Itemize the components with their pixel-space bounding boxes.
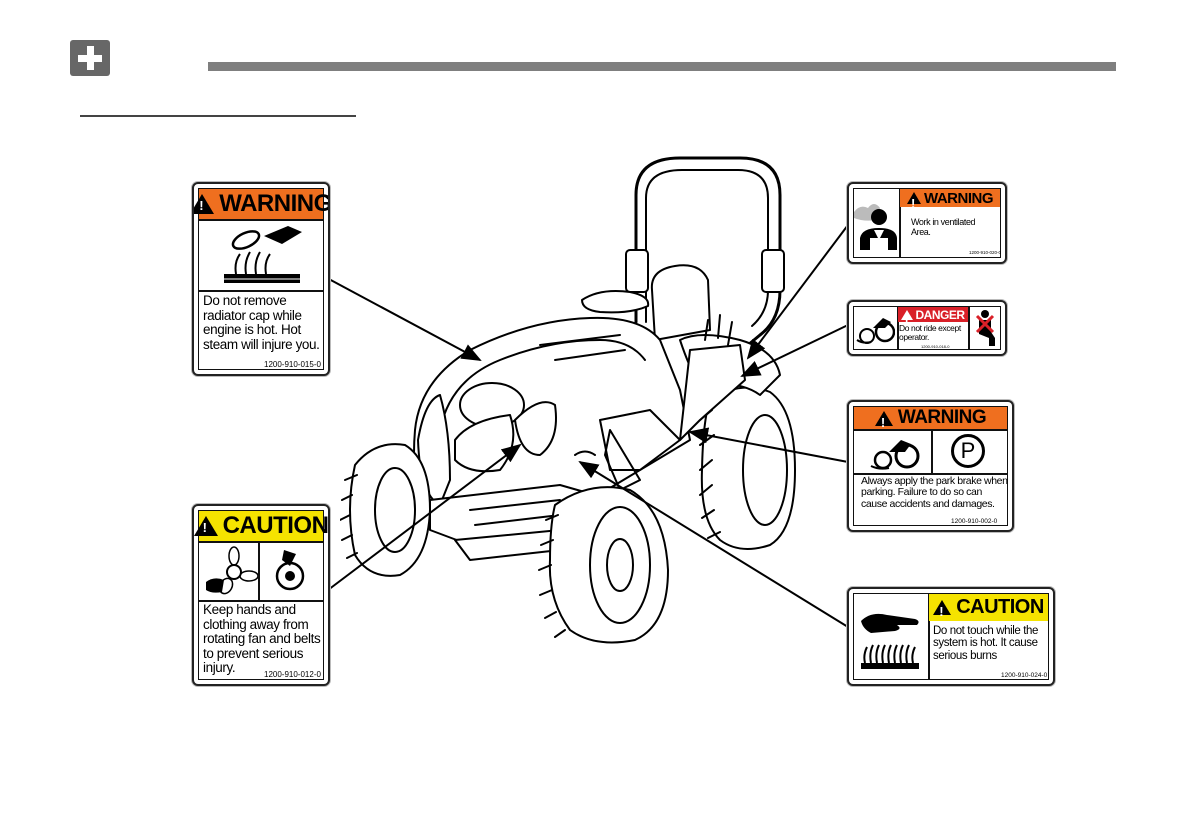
tractor-illustration: [340, 156, 796, 644]
parking-brake-icon: P: [951, 434, 985, 468]
signal-word-banner: DANGER: [898, 307, 968, 329]
tractor-runaway-icon: [856, 318, 895, 344]
alert-triangle-icon: [901, 309, 914, 329]
label-message: Do not touch while the system is hot. It…: [933, 625, 1038, 662]
label-message: Work in ventilated Area.: [911, 217, 976, 237]
fume-inhalation-icon: [854, 204, 897, 250]
signal-word: CAUTION: [956, 596, 1044, 618]
signal-word: WARNING: [897, 407, 987, 428]
label-message: Do not ride except operator.: [899, 323, 961, 343]
signal-word: WARNING: [924, 189, 994, 207]
header-bar: [208, 62, 1116, 71]
hot-surface-hand-icon: [861, 613, 919, 669]
signal-word-banner: WARNING: [900, 189, 1000, 211]
label-code: 1200-910-012-0: [264, 670, 321, 679]
ventilation-warning-label: WARNING Work in ventilated Area. 1200-91…: [847, 182, 1007, 264]
signal-word-banner: WARNING: [194, 189, 328, 219]
label-message: Keep hands and clothing away from rotati…: [203, 602, 321, 676]
tractor-runaway-icon: [870, 440, 920, 470]
alert-triangle-icon: [874, 410, 893, 430]
radiator-warning-label: WARNING Do not remove radiator cap while…: [192, 182, 330, 376]
hot-surface-caution-label: CAUTION Do not touch while the system is…: [847, 587, 1055, 686]
signal-word: WARNING: [219, 190, 330, 217]
signal-word-banner: WARNING: [854, 407, 1007, 430]
label-code: 1200-910-015-0: [264, 360, 321, 369]
label-code: 1200-910-018-0: [921, 344, 950, 349]
label-code: 1200-910-020-0: [969, 250, 1002, 255]
cross-icon: [70, 40, 110, 76]
brake-warning-label: WARNING P Always apply the park brake wh…: [847, 400, 1014, 532]
ride-danger-label: DANGER Do not ride except operator. 1200…: [847, 300, 1007, 356]
signal-word: CAUTION: [222, 512, 329, 539]
label-code: 1200-910-024-0: [1001, 672, 1048, 679]
alert-triangle-icon: [194, 194, 215, 214]
label-code: 1200-910-002-0: [951, 518, 998, 525]
label-message: Do not remove radiator cap while engine …: [203, 293, 320, 352]
alert-triangle-icon: [194, 516, 218, 536]
label-message: Always apply the park brake when parking…: [861, 475, 1008, 510]
signal-word: DANGER: [915, 307, 965, 322]
alert-triangle-icon: [907, 192, 921, 211]
signal-word-banner: CAUTION: [194, 511, 328, 541]
fan-belt-hazard-icon: [206, 546, 305, 595]
signal-word-banner: CAUTION: [929, 594, 1048, 621]
radiator-steam-icon: [224, 226, 302, 283]
alert-triangle-icon: [933, 600, 952, 619]
no-rider-icon: [975, 310, 995, 346]
fan-caution-label: CAUTION Keep hands and clothing away fro…: [192, 504, 330, 686]
section-title-underline: [80, 115, 356, 117]
